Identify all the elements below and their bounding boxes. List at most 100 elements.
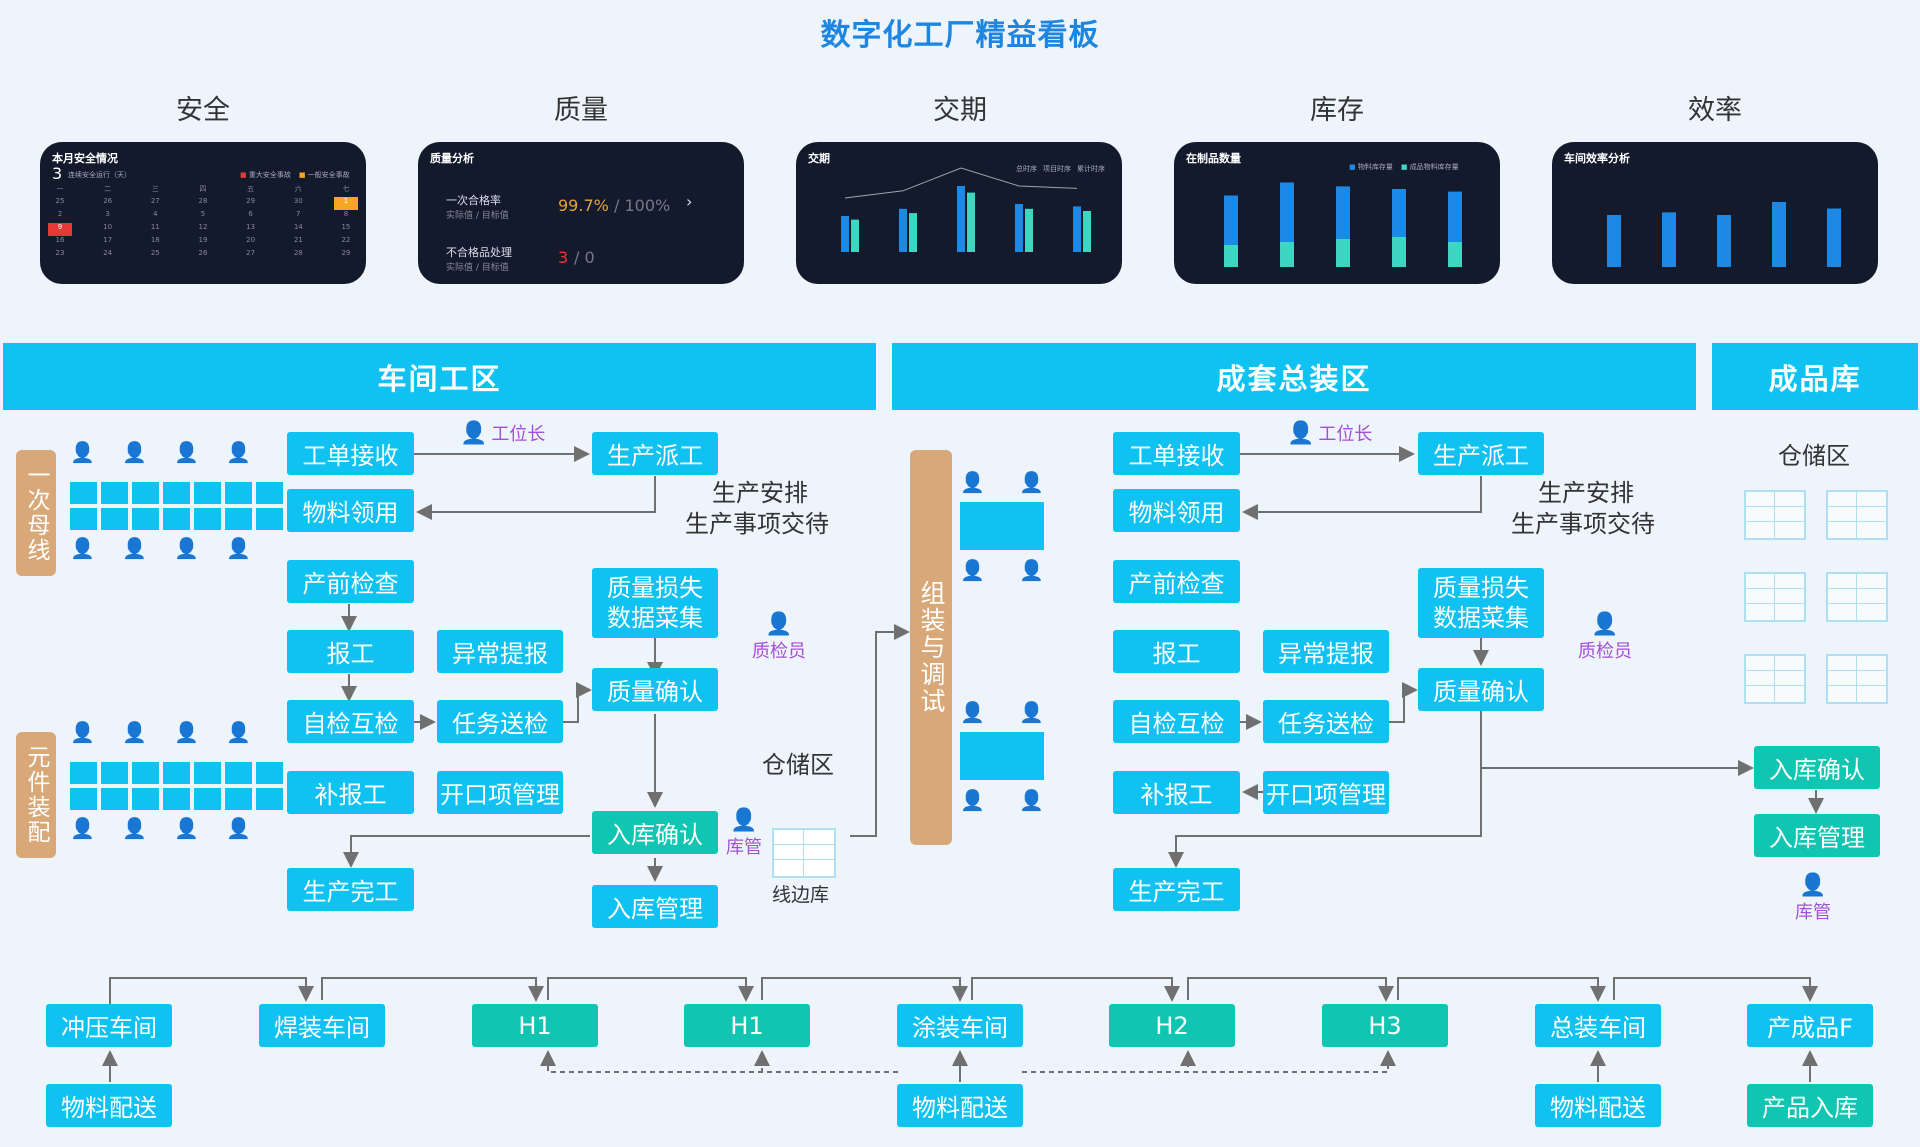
ws-exception[interactable]: 异常提报	[437, 630, 563, 673]
as-open-items[interactable]: 开口项管理	[1263, 771, 1389, 814]
calendar-day[interactable]: 9	[48, 223, 72, 236]
flow-stamping[interactable]: 冲压车间	[46, 1004, 172, 1047]
flow-h2[interactable]: H2	[1109, 1004, 1235, 1047]
calendar-day[interactable]: 5	[200, 210, 206, 218]
calendar-day[interactable]: 23	[55, 249, 65, 257]
calendar-day[interactable]: 12	[198, 223, 208, 231]
delivery-panel[interactable]: 交期 总时序 项目时序 累计时序	[796, 142, 1122, 284]
calendar-day[interactable]: 26	[198, 249, 208, 257]
fg-stock-manage[interactable]: 入库管理	[1754, 814, 1880, 857]
flow-product-instock[interactable]: 产品入库	[1747, 1084, 1873, 1127]
calendar-day[interactable]: 六	[294, 185, 302, 193]
ws-dispatch[interactable]: 生产派工	[592, 432, 718, 475]
inventory-legend-2: ■ 成品物料库存量	[1400, 163, 1459, 171]
calendar-day[interactable]: 4	[153, 210, 158, 218]
calendar-day[interactable]: 29	[246, 197, 256, 205]
as-send-check[interactable]: 任务送检	[1263, 700, 1389, 743]
flow-h1-b[interactable]: H1	[684, 1004, 810, 1047]
calendar-day[interactable]: 16	[55, 236, 65, 244]
as-quality-loss[interactable]: 质量损失数据菜集	[1418, 568, 1544, 638]
calendar-day[interactable]: 17	[103, 236, 113, 244]
fg-instock-confirm[interactable]: 入库确认	[1754, 746, 1880, 789]
ws-send-check[interactable]: 任务送检	[437, 700, 563, 743]
ws-plan-2: 生产事项交待	[685, 510, 829, 538]
calendar-day[interactable]: 14	[293, 223, 303, 231]
calendar-day[interactable]: 2	[57, 210, 63, 218]
calendar-day[interactable]: 8	[343, 210, 349, 218]
calendar-day[interactable]: 28	[198, 197, 208, 205]
calendar-day[interactable]: 24	[103, 249, 113, 257]
flow-product[interactable]: 产成品F	[1747, 1004, 1873, 1047]
ws-quality-confirm[interactable]: 质量确认	[592, 668, 718, 711]
calendar-day[interactable]: 13	[246, 223, 256, 231]
calendar-day[interactable]: 25	[55, 197, 65, 205]
flow-welding[interactable]: 焊装车间	[259, 1004, 385, 1047]
calendar-day[interactable]: 3	[105, 210, 110, 218]
flow-distribution-3[interactable]: 物料配送	[1535, 1084, 1661, 1127]
calendar-day[interactable]: 26	[103, 197, 113, 205]
efficiency-panel[interactable]: 车间效率分析	[1552, 142, 1878, 284]
calendar-day[interactable]: 18	[150, 236, 160, 244]
safety-panel[interactable]: 本月安全情况 3 连续安全运行（天） ■ 重大安全事故 ■ 一般安全事故 一二三…	[40, 142, 366, 284]
calendar-day[interactable]: 30	[293, 197, 303, 205]
calendar-day[interactable]: 1	[333, 197, 358, 210]
calendar-day[interactable]: 11	[150, 223, 160, 231]
calendar-day[interactable]: 29	[341, 249, 351, 257]
flow-h1-a[interactable]: H1	[472, 1004, 598, 1047]
ws-material[interactable]: 物料领用	[287, 489, 414, 532]
as-exception[interactable]: 异常提报	[1263, 630, 1389, 673]
calendar-day[interactable]: 五	[247, 185, 255, 193]
ws-rereport[interactable]: 补报工	[287, 771, 414, 814]
as-precheck[interactable]: 产前检查	[1113, 560, 1240, 603]
calendar-day[interactable]: 三	[151, 185, 159, 193]
as-complete[interactable]: 生产完工	[1113, 868, 1240, 911]
ws-order-receive[interactable]: 工单接收	[287, 432, 414, 475]
calendar-day[interactable]: 二	[104, 185, 112, 193]
calendar-day[interactable]: 四	[199, 185, 207, 193]
flow-painting[interactable]: 涂装车间	[897, 1004, 1023, 1047]
line-component-label: 元件装配	[16, 732, 56, 858]
calendar-day[interactable]: 19	[198, 236, 208, 244]
worker-icon: 👤	[70, 720, 95, 744]
workstation-cell	[101, 482, 128, 504]
flow-distribution-2[interactable]: 物料配送	[897, 1084, 1023, 1127]
calendar-day[interactable]: 27	[150, 197, 160, 205]
ws-instock-confirm[interactable]: 入库确认	[592, 811, 718, 854]
line-busbar-label: 一次母线	[16, 450, 56, 576]
ws-precheck[interactable]: 产前检查	[287, 560, 414, 603]
calendar-day[interactable]: 七	[342, 185, 350, 193]
as-material[interactable]: 物料领用	[1113, 489, 1240, 532]
calendar-day[interactable]: 25	[150, 249, 160, 257]
inventory-bar-top	[1392, 189, 1406, 237]
calendar-day[interactable]: 20	[246, 236, 256, 244]
as-selfcheck[interactable]: 自检互检	[1113, 700, 1240, 743]
calendar-day[interactable]: 15	[341, 223, 351, 231]
chevron-right-icon[interactable]: ›	[686, 192, 693, 211]
flow-final-assembly[interactable]: 总装车间	[1535, 1004, 1661, 1047]
calendar-day[interactable]: 27	[246, 249, 256, 257]
as-rereport[interactable]: 补报工	[1113, 771, 1240, 814]
calendar-day[interactable]: 28	[293, 249, 303, 257]
calendar-day[interactable]: 6	[248, 210, 253, 218]
ws-selfcheck[interactable]: 自检互检	[287, 700, 414, 743]
calendar-day[interactable]: 一	[56, 185, 64, 193]
workstation-cell	[256, 762, 283, 784]
calendar-day[interactable]: 22	[341, 236, 351, 244]
ws-complete[interactable]: 生产完工	[287, 868, 414, 911]
inventory-panel[interactable]: 在制品数量 ■ 物料库存量 ■ 成品物料库存量	[1174, 142, 1500, 284]
ws-report[interactable]: 报工	[287, 630, 414, 673]
as-quality-confirm[interactable]: 质量确认	[1418, 668, 1544, 711]
quality-panel[interactable]: 质量分析 一次合格率 实际值 / 目标值 99.7% / 100% › 不合格品…	[418, 142, 744, 284]
as-order-receive[interactable]: 工单接收	[1113, 432, 1240, 475]
ws-quality-loss[interactable]: 质量损失数据菜集	[592, 568, 718, 638]
ws-stock-manage[interactable]: 入库管理	[592, 885, 718, 928]
as-dispatch[interactable]: 生产派工	[1418, 432, 1544, 475]
calendar-day[interactable]: 21	[293, 236, 303, 244]
ws-open-items[interactable]: 开口项管理	[437, 771, 563, 814]
calendar-day[interactable]: 10	[103, 223, 113, 231]
flow-distribution-1[interactable]: 物料配送	[46, 1084, 172, 1127]
person-icon: 👤	[1799, 873, 1827, 898]
as-report[interactable]: 报工	[1113, 630, 1240, 673]
calendar-day[interactable]: 7	[296, 210, 301, 218]
flow-h3[interactable]: H3	[1322, 1004, 1448, 1047]
